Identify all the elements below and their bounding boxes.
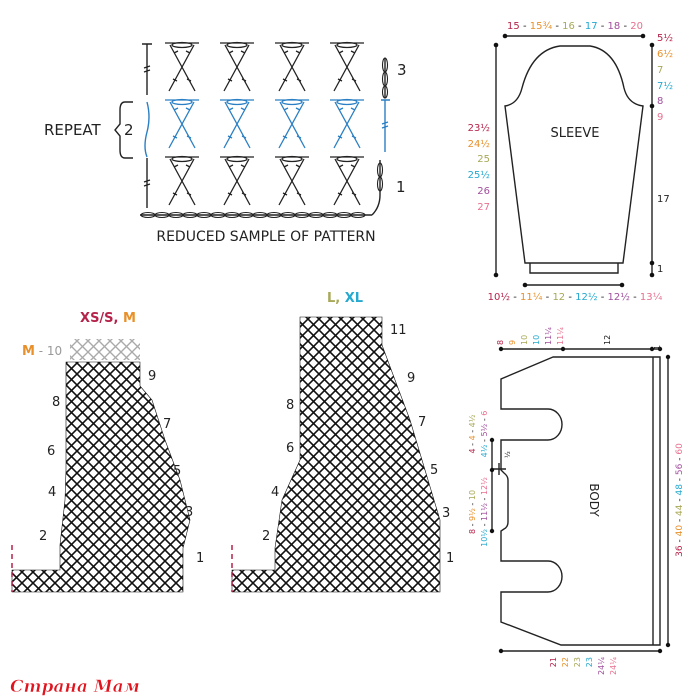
stitch-group — [274, 155, 310, 206]
row-9: 9 — [407, 371, 415, 386]
stitch-group — [219, 41, 255, 92]
row-8: 8 — [52, 395, 60, 410]
sleeve-top-width: 15 - 15¾ - 16 - 17 - 18 - 20 — [507, 21, 643, 32]
row-label-2: 2 — [124, 121, 134, 139]
svg-text:8: 8 — [496, 340, 505, 345]
stitch-group — [274, 41, 310, 92]
stitch-group-repeat — [274, 98, 310, 149]
sleeve-length: 23½ 24½ 25 25½ 26 27 — [468, 122, 491, 213]
sleeve-schematic: 15 - 15¾ - 16 - 17 - 18 - 20 SLEEVE 23½ … — [468, 21, 674, 303]
svg-text:11¼: 11¼ — [544, 327, 553, 345]
extra-row-label: M - 10 — [22, 344, 62, 359]
row-4: 4 — [271, 485, 279, 500]
row-label-1: 1 — [396, 178, 406, 196]
sleeve-cuff-height: 1 — [657, 264, 663, 275]
sleeve-cap-height: 5½ 6½ 7 7½ 8 9 — [657, 32, 673, 123]
body-neck-depth-1: 8 - 9½ - 10 — [468, 490, 477, 534]
chart-sizes: L, XL — [327, 291, 363, 306]
chart-mesh — [231, 316, 441, 593]
row-3: 3 — [185, 505, 193, 520]
svg-text:9: 9 — [508, 340, 517, 345]
body-back-top: 12 — [603, 335, 612, 345]
body-neck-shape: ½ — [504, 451, 512, 458]
stitch-group-repeat — [164, 98, 200, 149]
svg-text:23½: 23½ — [468, 122, 491, 134]
row-3: 3 — [442, 506, 450, 521]
svg-text:6½: 6½ — [657, 48, 673, 60]
row-1: 1 — [196, 551, 204, 566]
body-schematic: BODY 8 9 10 10 11¼ 11¼ 12 1 36 - 40 - 44… — [468, 327, 685, 675]
row-1: 1 — [446, 551, 454, 566]
svg-text:24¼: 24¼ — [597, 657, 606, 675]
svg-text:10: 10 — [520, 335, 529, 345]
row-11: 11 — [390, 323, 407, 338]
svg-text:23: 23 — [573, 657, 582, 667]
extra-row-mesh — [70, 339, 140, 360]
row-6: 6 — [286, 441, 294, 456]
body-neck-depth-2: 10½ - 11½ - 12½ — [480, 477, 489, 547]
svg-text:7: 7 — [657, 65, 663, 76]
row-2: 2 — [39, 529, 47, 544]
svg-text:27: 27 — [477, 202, 490, 213]
sleeve-label: SLEEVE — [550, 126, 599, 141]
svg-text:25: 25 — [477, 154, 490, 165]
stitch-group-repeat — [329, 98, 365, 149]
svg-text:22: 22 — [561, 657, 570, 667]
body-edge: 1 — [653, 345, 662, 350]
chart-sizes: XS/S, M — [80, 311, 136, 326]
row-5: 5 — [430, 463, 438, 478]
svg-text:24¼: 24¼ — [609, 657, 618, 675]
stitch-group — [329, 41, 365, 92]
row-7: 7 — [418, 415, 426, 430]
svg-text:25½: 25½ — [468, 169, 491, 181]
svg-text:24½: 24½ — [468, 138, 491, 150]
stitch-group-repeat — [219, 98, 255, 149]
svg-text:21: 21 — [549, 657, 558, 667]
row-label-3: 3 — [397, 61, 407, 79]
svg-text:7½: 7½ — [657, 80, 673, 92]
chart-mesh — [11, 361, 191, 593]
row-7: 7 — [163, 417, 171, 432]
body-neck-side-1: 4 - 4 - 4½ — [468, 414, 477, 453]
reduced-sample: REPEAT 2 3 1 REDUCED SAMPLE OF PATTERN — [44, 41, 407, 245]
stitch-group — [164, 155, 200, 206]
body-label: BODY — [587, 483, 601, 517]
row-6: 6 — [47, 444, 55, 459]
watermark: Страна Мам — [10, 677, 140, 697]
row-8: 8 — [286, 398, 294, 413]
svg-text:23: 23 — [585, 657, 594, 667]
chart-xs-m: XS/S, M M - 10 9 8 7 6 5 4 3 2 1 — [11, 311, 204, 593]
chart-l-xl: L, XL 11 9 8 7 6 5 4 3 2 1 — [231, 291, 454, 593]
sleeve-underarm: 17 — [657, 194, 670, 205]
svg-text:10: 10 — [532, 335, 541, 345]
sample-title: REDUCED SAMPLE OF PATTERN — [156, 229, 375, 245]
row-5: 5 — [173, 464, 181, 479]
body-shoulder: 8 9 10 10 11¼ 11¼ — [496, 327, 565, 345]
stitch-group — [329, 155, 365, 206]
body-width: 36 - 40 - 44 - 48 - 56 - 60 — [675, 443, 685, 557]
body-height: 21 22 23 23 24¼ 24¼ — [549, 657, 618, 675]
body-neck-side-2: 4½ - 5½ - 6 — [480, 411, 489, 458]
row-9: 9 — [148, 369, 156, 384]
stitch-group — [164, 41, 200, 92]
svg-text:5½: 5½ — [657, 32, 673, 44]
sleeve-cuff-width: 10½ - 11¼ - 12 - 12½ - 12½ - 13¼ — [488, 291, 663, 303]
stitch-group — [219, 155, 255, 206]
svg-text:8: 8 — [657, 96, 663, 107]
svg-text:9: 9 — [657, 112, 663, 123]
svg-text:11¼: 11¼ — [556, 327, 565, 345]
row-4: 4 — [48, 485, 56, 500]
svg-text:26: 26 — [477, 186, 490, 197]
row-2: 2 — [262, 529, 270, 544]
repeat-label: REPEAT — [44, 121, 102, 139]
